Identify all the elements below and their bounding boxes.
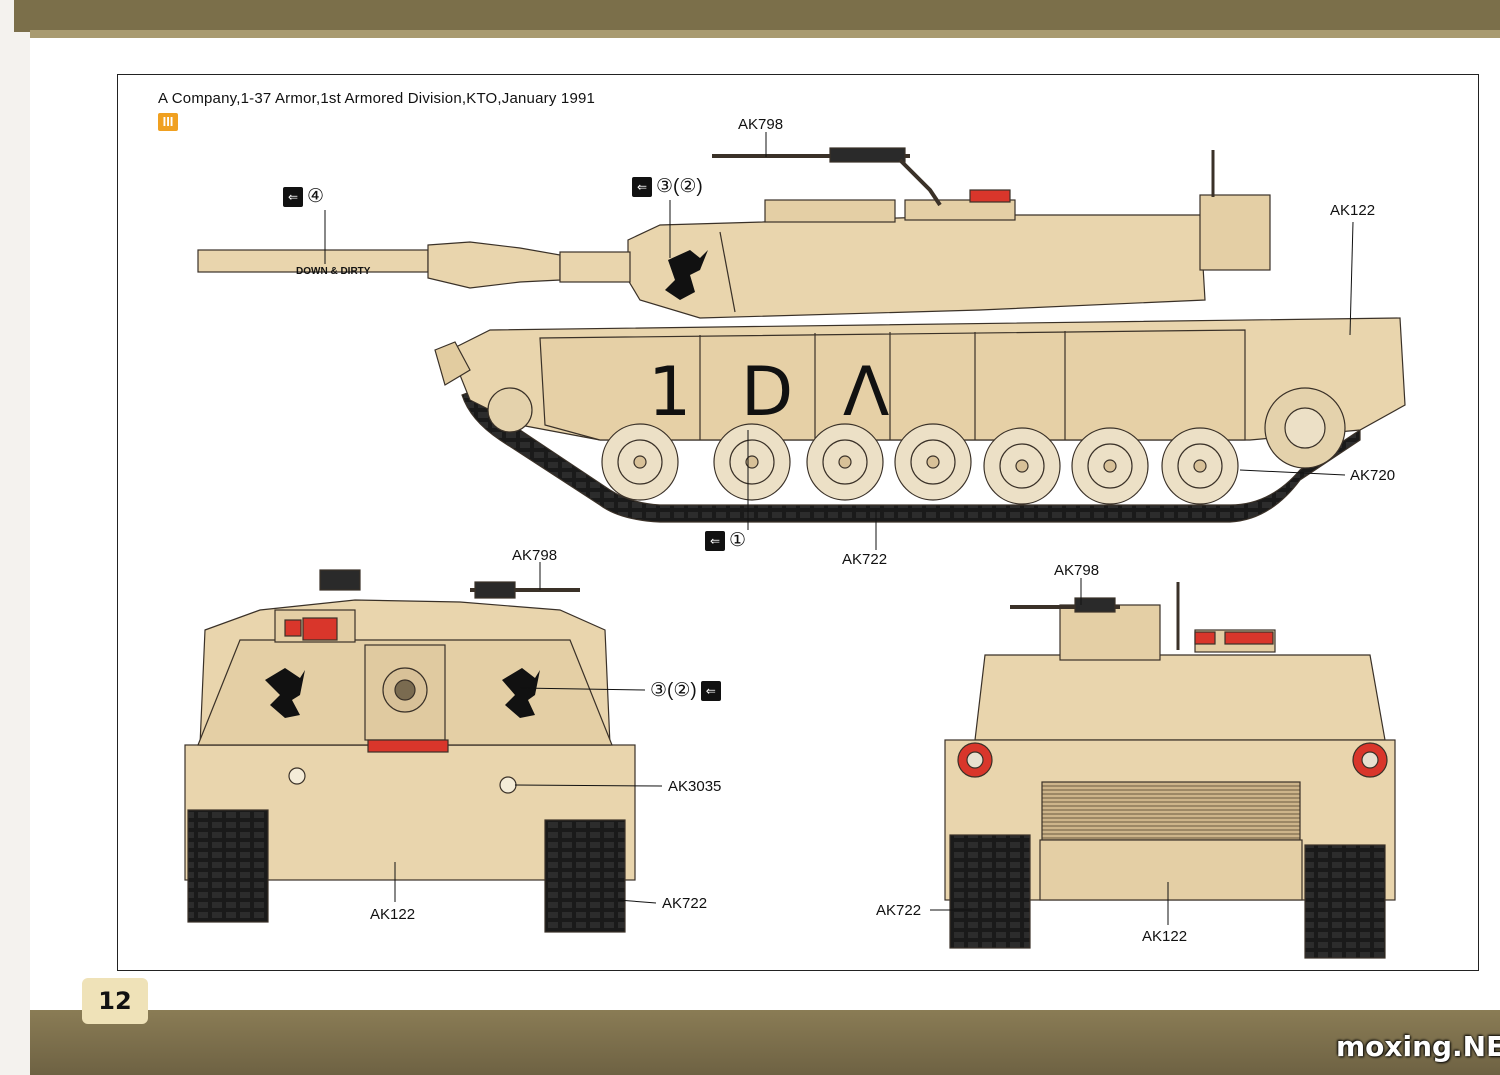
decal-hull: ⇐ ① bbox=[705, 529, 746, 552]
callout-front-mg: AK798 bbox=[1054, 562, 1100, 579]
front-track-left bbox=[949, 834, 1031, 949]
callout-front-hull: AK122 bbox=[1142, 928, 1188, 945]
top-cover-stripe bbox=[30, 30, 1500, 40]
decal-turret-number: ③(②) bbox=[656, 176, 703, 197]
callout-side-wheels: AK720 bbox=[1350, 467, 1396, 484]
decal-hull-number: ① bbox=[729, 530, 747, 551]
callout-side-hull: AK122 bbox=[1330, 202, 1376, 219]
decal-sheet-icon: ⇐ bbox=[700, 680, 721, 701]
callout-rear-tracks: AK722 bbox=[662, 895, 708, 912]
hull-marking-1DA: 1 D Λ bbox=[648, 353, 903, 432]
decal-barrel: ⇐ ④ bbox=[283, 185, 324, 208]
decal-sheet-icon: ⇐ bbox=[632, 176, 652, 197]
callout-front-tracks: AK722 bbox=[876, 902, 922, 919]
callout-rear-lights: AK3035 bbox=[668, 778, 722, 795]
nation-badge: III bbox=[158, 113, 178, 131]
rear-track-left bbox=[187, 809, 269, 923]
page-number: 12 bbox=[82, 978, 148, 1024]
decal-sheet-icon: ⇐ bbox=[283, 186, 303, 207]
rear-devil-left bbox=[265, 668, 305, 718]
side-track bbox=[461, 391, 1361, 523]
front-track-right bbox=[1304, 844, 1386, 959]
side-devil-emblem bbox=[665, 250, 708, 300]
decal-rear-number: ③(②) bbox=[650, 680, 697, 701]
side-turret bbox=[627, 214, 1206, 319]
watermark: moxing.NET bbox=[1336, 1030, 1500, 1063]
barrel-text: DOWN & DIRTY bbox=[296, 266, 371, 277]
rear-track-right bbox=[544, 819, 626, 933]
front-view bbox=[944, 582, 1396, 959]
callout-side-tracks: AK722 bbox=[842, 551, 888, 568]
callout-side-mg: AK798 bbox=[738, 116, 784, 133]
vehicle-caption: A Company,1-37 Armor,1st Armored Divisio… bbox=[158, 90, 596, 107]
top-cover-band bbox=[14, 0, 1500, 32]
decal-sheet-icon: ⇐ bbox=[705, 530, 725, 551]
rear-view bbox=[184, 569, 636, 933]
side-main-gun bbox=[197, 241, 631, 289]
side-road-wheels bbox=[487, 387, 1346, 505]
callout-rear-mg: AK798 bbox=[512, 547, 558, 564]
side-commander-mg bbox=[712, 147, 942, 207]
decal-turret: ⇐ ③(②) bbox=[632, 175, 703, 198]
decal-barrel-number: ④ bbox=[307, 186, 325, 207]
leader-lines bbox=[324, 132, 1354, 925]
drawing-frame bbox=[117, 74, 1479, 971]
callout-rear-hull: AK122 bbox=[370, 906, 416, 923]
decal-rear: ③(②) ⇐ bbox=[650, 679, 721, 702]
bottom-cover-band bbox=[30, 1010, 1500, 1075]
side-view: DOWN & DIRTY 1 D Λ bbox=[197, 147, 1406, 523]
rear-devil-right bbox=[502, 668, 540, 718]
